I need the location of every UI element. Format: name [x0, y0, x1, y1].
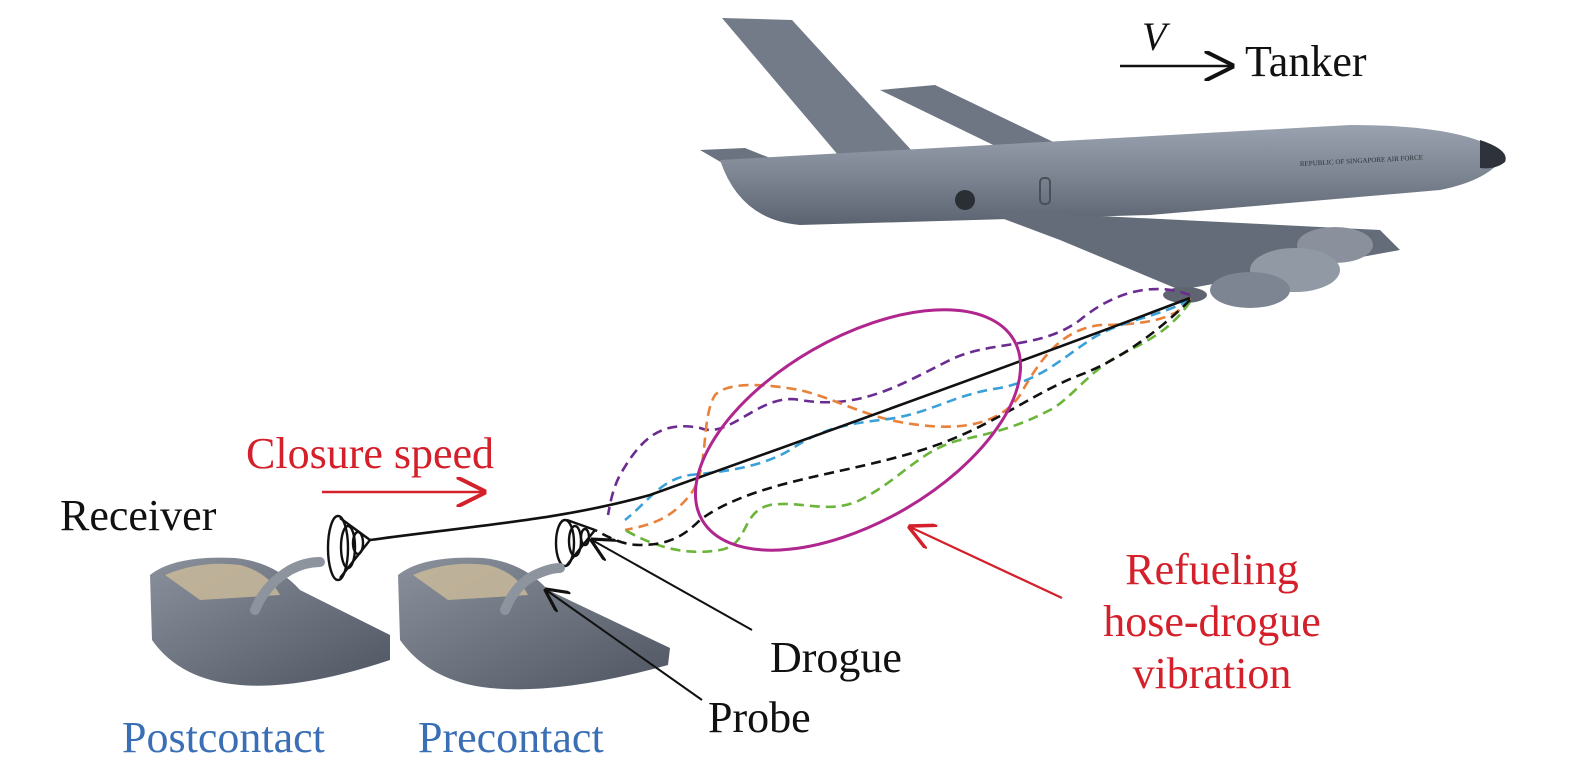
velocity-symbol: V — [1142, 14, 1171, 59]
vibration-label-line1: Refueling — [1125, 545, 1299, 594]
postcontact-label: Postcontact — [122, 713, 325, 762]
drogue-precontact-icon — [554, 518, 596, 568]
probe-label: Probe — [708, 693, 811, 742]
probe-postcontact — [250, 557, 325, 615]
hose-trajectory-blue — [624, 298, 1191, 522]
hose-trajectories — [594, 287, 1192, 554]
receiver-label: Receiver — [60, 491, 217, 540]
hose-trajectory-black — [594, 299, 1191, 547]
roundel-icon — [955, 190, 975, 210]
closure-speed-label: Closure speed — [246, 429, 494, 478]
receiver-precontact-aircraft — [398, 557, 670, 690]
probe-callout-line — [546, 590, 703, 701]
drogue-postcontact-icon — [326, 514, 371, 582]
hose-trajectory-purple — [606, 287, 1191, 516]
drogue-callout-line — [592, 540, 753, 631]
fuselage-door — [1039, 177, 1051, 205]
tanker-label: Tanker — [1245, 37, 1367, 86]
probe-precontact — [500, 563, 565, 615]
vibration-callout-arrow — [910, 527, 1063, 599]
vibration-label-line2: hose-drogue — [1103, 597, 1321, 646]
tanker-aircraft — [700, 18, 1506, 308]
vibration-region-ellipse — [693, 308, 1023, 552]
drogue-label: Drogue — [770, 633, 902, 682]
receiver-postcontact-aircraft — [150, 557, 390, 686]
vibration-label-line3: vibration — [1133, 649, 1292, 698]
precontact-label: Precontact — [418, 713, 604, 762]
